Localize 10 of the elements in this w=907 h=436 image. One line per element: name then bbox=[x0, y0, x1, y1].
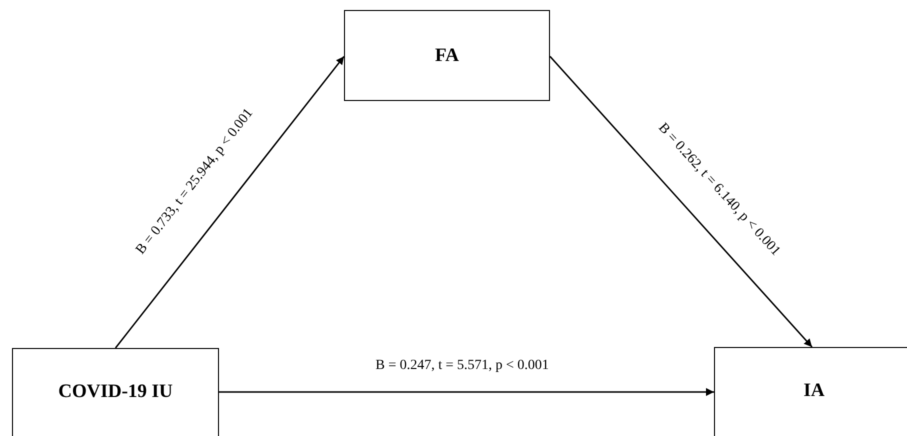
variable-box bbox=[344, 10, 550, 101]
variable-name: FA bbox=[435, 44, 459, 66]
variable-name: IA bbox=[803, 380, 825, 402]
variable-name: COVID-19 IU bbox=[58, 381, 173, 403]
variable-box bbox=[714, 347, 907, 436]
arrow bbox=[549, 56, 813, 348]
edge-label: B = 0.247, t = 5.571, p < 0.001 bbox=[374, 358, 551, 374]
arrow bbox=[114, 56, 345, 348]
arrow bbox=[219, 388, 714, 396]
variable-box bbox=[12, 348, 219, 436]
